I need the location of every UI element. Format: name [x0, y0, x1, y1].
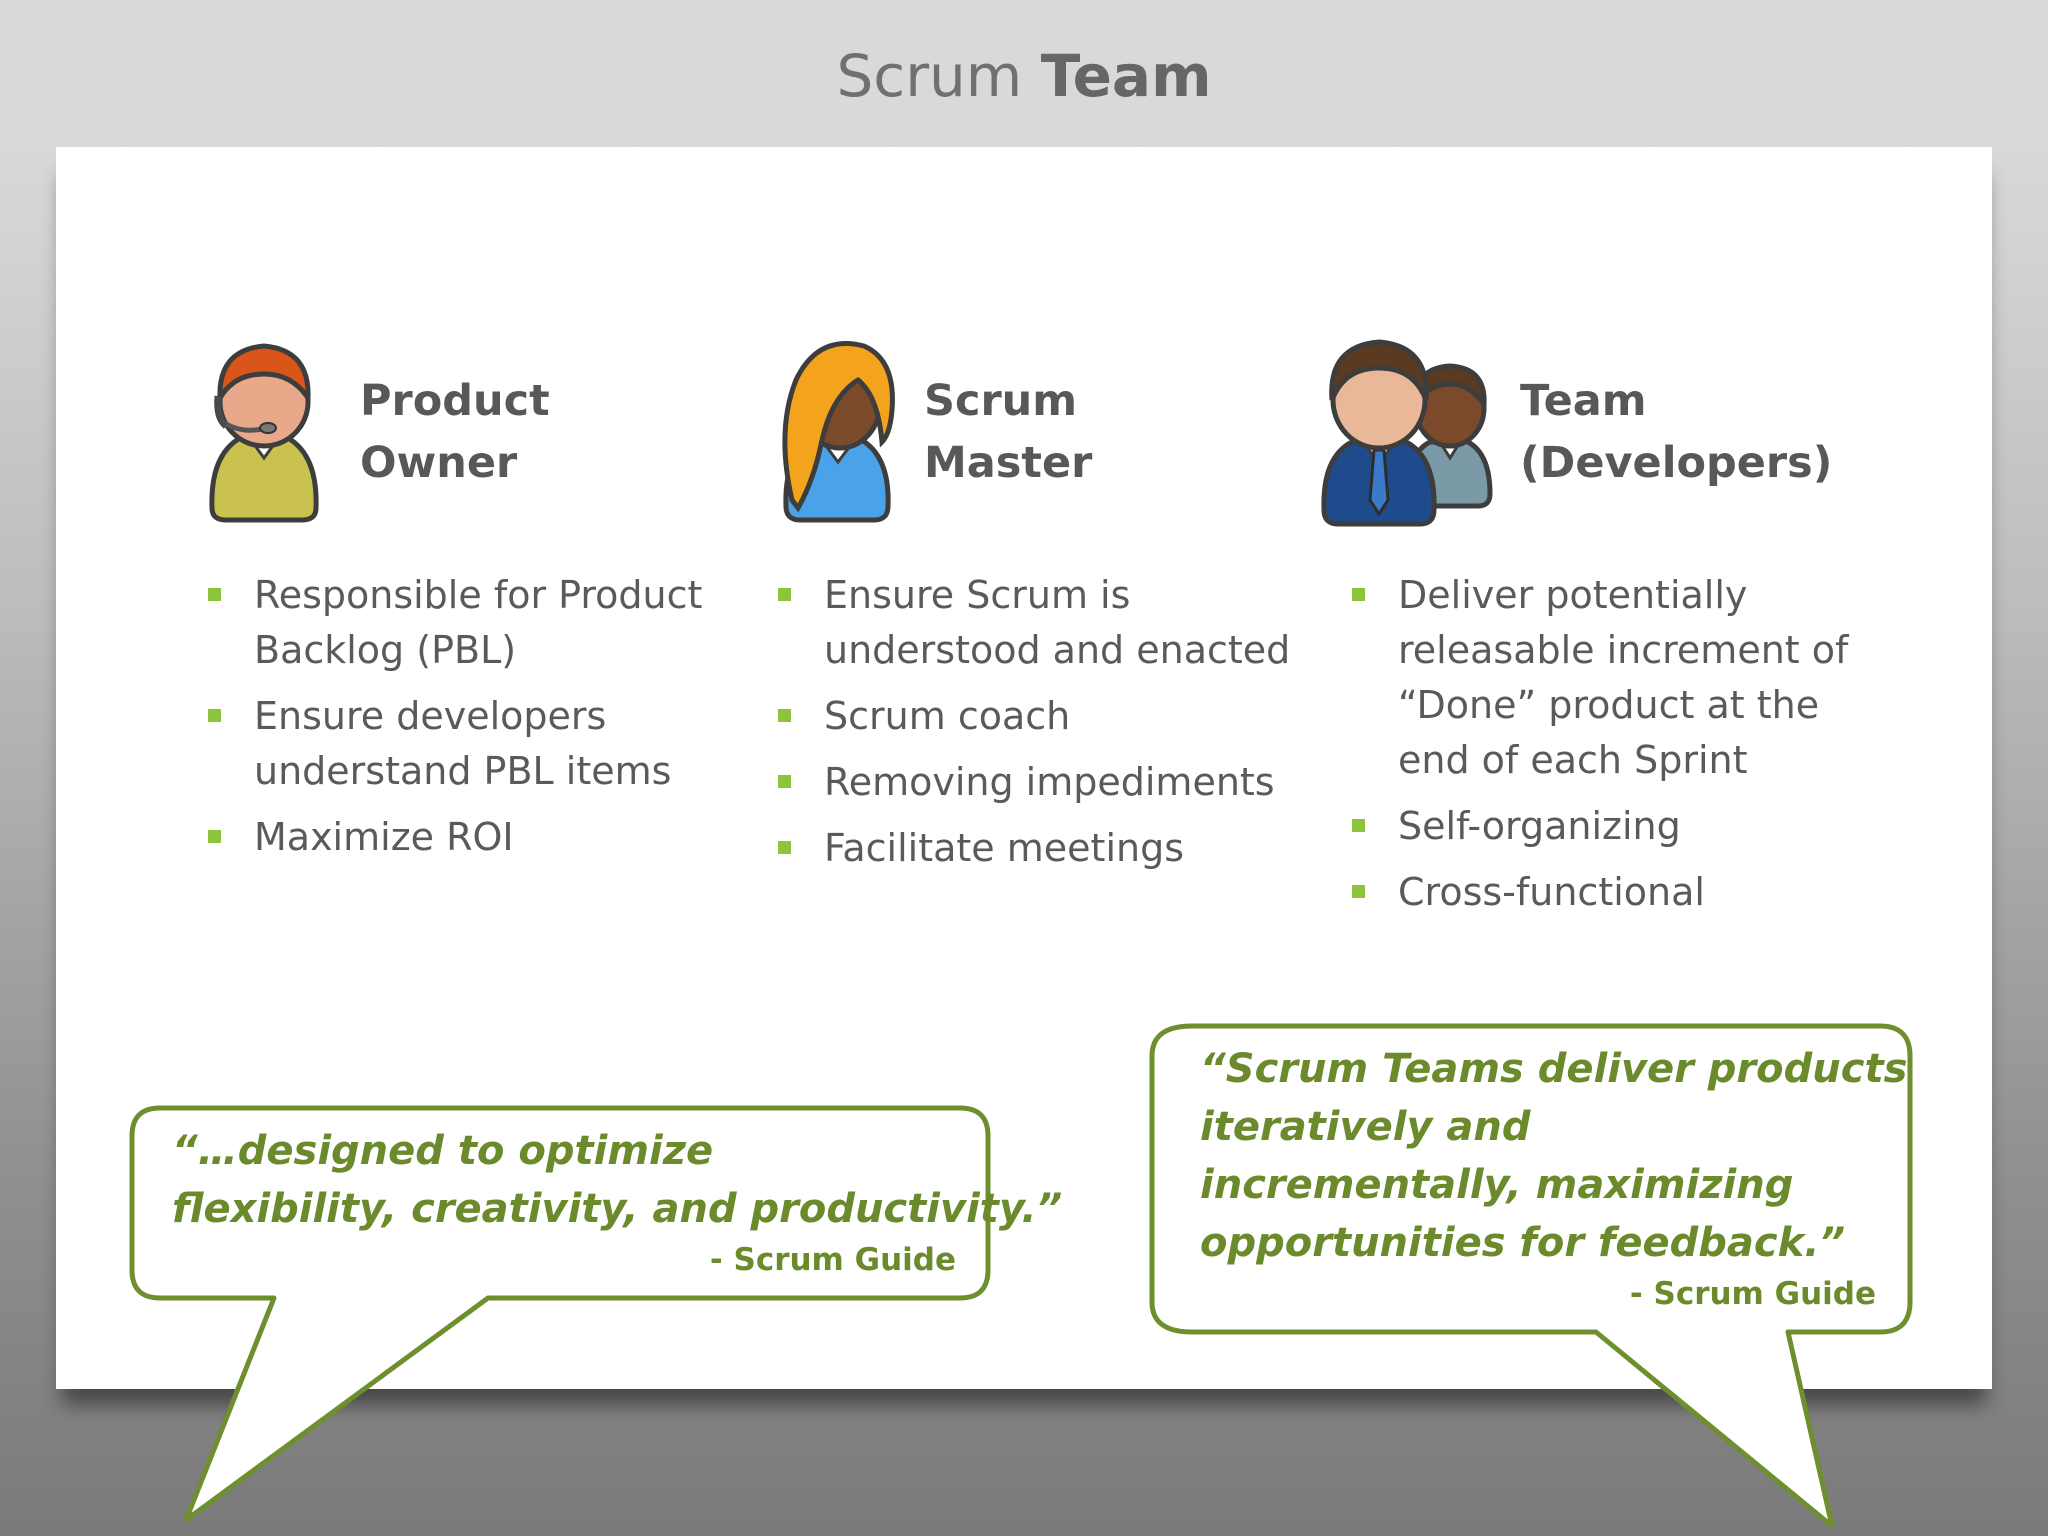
list-item: Responsible for Product Backlog (PBL)	[208, 568, 702, 678]
speech-bubble-left	[129, 1105, 991, 1523]
quote-line: incrementally, maximizing	[1200, 1162, 1794, 1208]
list-item-line: Deliver potentially	[1398, 573, 1748, 617]
list-item-line: Responsible for Product	[254, 573, 703, 617]
role-duties-list: Responsible for Product Backlog (PBL) En…	[208, 568, 702, 876]
list-item-line: Maximize ROI	[254, 815, 514, 859]
list-item-line: understand PBL items	[254, 749, 672, 793]
product-owner-headset-avatar-icon	[209, 343, 319, 523]
list-item-line: Self-organizing	[1398, 804, 1681, 848]
list-item-line: “Done” product at the	[1398, 683, 1820, 727]
role-name-line: Scrum	[924, 376, 1078, 426]
list-item-line: end of each Sprint	[1398, 738, 1748, 782]
role-name-line: Master	[924, 438, 1093, 488]
list-item: Self-organizing	[1352, 799, 1848, 854]
role-name: Product Owner	[360, 370, 550, 494]
quote-source-right: - Scrum Guide	[1629, 1276, 1876, 1312]
list-item-line: understood and enacted	[824, 628, 1291, 672]
list-item: Facilitate meetings	[778, 821, 1290, 876]
list-item-line: Scrum coach	[824, 694, 1071, 738]
list-item-line: Ensure Scrum is	[824, 573, 1131, 617]
list-item: Maximize ROI	[208, 810, 702, 865]
role-duties-list: Ensure Scrum is understood and enacted S…	[778, 568, 1290, 887]
list-item: Scrum coach	[778, 689, 1290, 744]
role-name-line: Team	[1520, 376, 1647, 426]
quote-line: flexibility, creativity, and productivit…	[172, 1186, 1063, 1232]
list-item-line: releasable increment of	[1398, 628, 1849, 672]
quote-source-left: - Scrum Guide	[709, 1242, 956, 1278]
quote-line: iteratively and	[1200, 1104, 1531, 1150]
role-duties-list: Deliver potentially releasable increment…	[1352, 568, 1848, 931]
quote-left: “…designed to optimize flexibility, crea…	[172, 1122, 1062, 1238]
list-item-line: Backlog (PBL)	[254, 628, 517, 672]
list-item-line: Removing impediments	[824, 760, 1275, 804]
title-bold: Team	[1040, 42, 1212, 110]
list-item: Cross-functional	[1352, 865, 1848, 920]
list-item: Ensure developers understand PBL items	[208, 689, 702, 799]
list-item: Deliver potentially releasable increment…	[1352, 568, 1848, 788]
developers-team-avatar-icon	[1321, 339, 1493, 527]
list-item-line: Facilitate meetings	[824, 826, 1184, 870]
quote-line: opportunities for feedback.”	[1200, 1220, 1846, 1266]
quote-line: “…designed to optimize	[172, 1128, 714, 1174]
role-name: Team (Developers)	[1520, 370, 1832, 494]
role-name: Scrum Master	[924, 370, 1092, 494]
list-item: Removing impediments	[778, 755, 1290, 810]
scrum-master-avatar-icon	[782, 341, 895, 523]
quote-line: “Scrum Teams deliver products	[1200, 1046, 1908, 1092]
role-name-line: (Developers)	[1520, 438, 1833, 488]
slide-title: Scrum Team	[0, 42, 2048, 110]
list-item: Ensure Scrum is understood and enacted	[778, 568, 1290, 678]
list-item-line: Cross-functional	[1398, 870, 1705, 914]
role-name-line: Product	[360, 376, 550, 426]
quote-right: “Scrum Teams deliver products iterativel…	[1200, 1040, 1907, 1272]
list-item-line: Ensure developers	[254, 694, 607, 738]
role-name-line: Owner	[360, 438, 518, 488]
title-normal: Scrum	[836, 42, 1023, 110]
speech-bubble-right	[1149, 1023, 1913, 1529]
